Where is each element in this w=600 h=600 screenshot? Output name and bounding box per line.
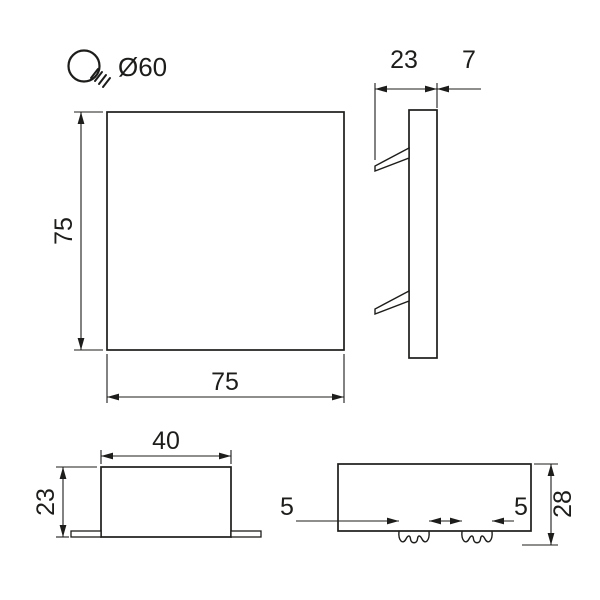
side-bezel-dimension: 7 (437, 46, 481, 93)
side-view: 23 7 (374, 46, 481, 359)
screw-tip-marks (90, 68, 111, 88)
front-width-label: 75 (211, 368, 239, 396)
clip-view-height-dimension: 28 (522, 463, 577, 546)
front-view: 75 75 (50, 111, 345, 403)
housing-view: 40 23 (32, 427, 262, 538)
right-spring-clip (461, 530, 493, 544)
left-spring-clip (398, 530, 430, 544)
right-clip-label: 5 (514, 493, 528, 521)
clip-view-height-label: 28 (549, 490, 577, 518)
side-plate-outline (408, 109, 438, 359)
side-bezel-label: 7 (462, 46, 476, 74)
housing-height-label: 23 (32, 488, 60, 516)
drill-hole-icon: Ø60 (67, 49, 167, 88)
front-width-dimension: 75 (106, 354, 345, 403)
housing-right-flange (230, 530, 262, 538)
housing-width-label: 40 (152, 427, 180, 455)
side-bottom-clip (374, 289, 410, 316)
hole-circle (67, 49, 101, 83)
front-height-label: 75 (50, 217, 78, 245)
front-outline (106, 111, 345, 351)
housing-left-flange (70, 530, 102, 538)
housing-width-dimension: 40 (100, 427, 232, 464)
side-depth-label: 23 (390, 46, 418, 74)
housing-outline (100, 466, 232, 538)
clip-view: 5 5 28 (280, 463, 577, 546)
left-clip-dimension: 5 (280, 493, 399, 525)
left-clip-label: 5 (280, 493, 294, 521)
right-clip-dimension: 5 (492, 493, 528, 525)
side-top-clip (374, 146, 410, 173)
front-height-dimension: 75 (50, 111, 103, 351)
hole-diameter-label: Ø60 (118, 52, 167, 82)
housing-height-dimension: 23 (32, 466, 97, 538)
